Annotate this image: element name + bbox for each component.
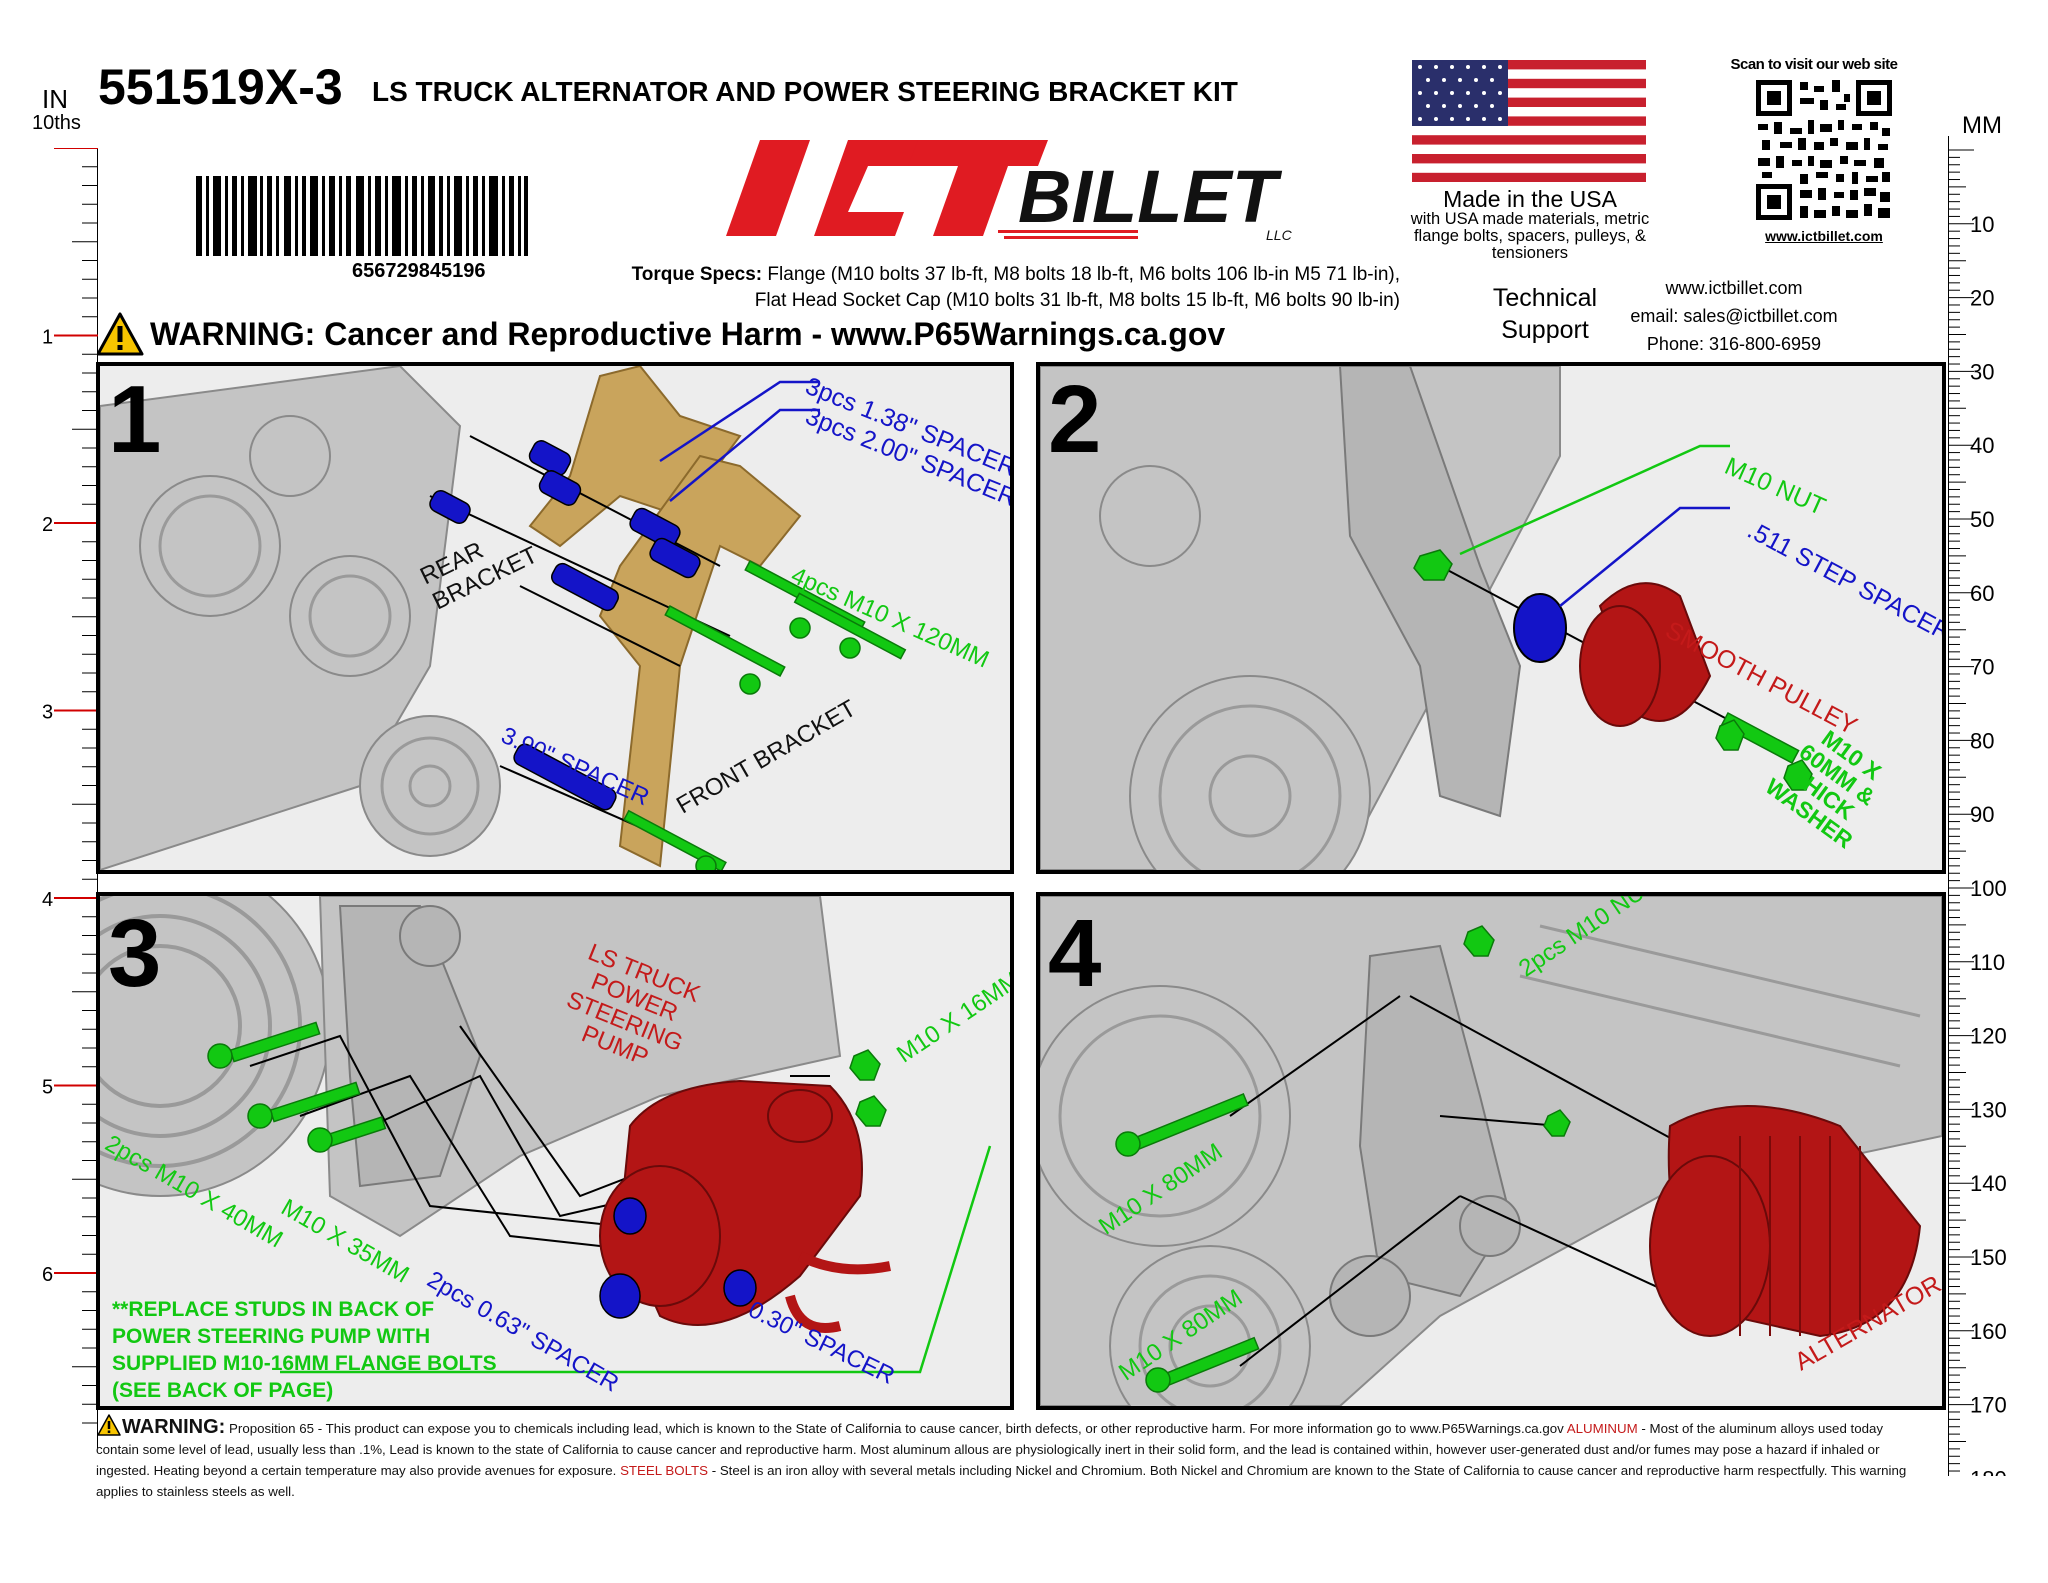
warning-triangle-icon — [96, 1414, 122, 1436]
ruler-mm-label: 40 — [1970, 433, 1994, 458]
ruler-left-unit: IN — [42, 84, 68, 115]
ruler-left-subunit: 10ths — [32, 112, 81, 135]
ruler-mm-label: 10 — [1970, 212, 1994, 237]
ruler-inch-label: 6 — [42, 1264, 53, 1286]
ict-billet-logo: BILLET LLC — [718, 136, 1338, 244]
ruler-mm-label: 70 — [1970, 655, 1994, 680]
footer-steel-label: STEEL BOLTS — [620, 1463, 708, 1478]
torque-line-2: Flat Head Socket Cap (M10 bolts 31 lb-ft… — [755, 290, 1400, 311]
ruler-mm-label: 20 — [1970, 286, 1994, 311]
torque-specs: Torque Specs: Flange (M10 bolts 37 lb-ft… — [540, 262, 1400, 314]
footer-aluminum-label: ALUMINUM — [1567, 1421, 1638, 1436]
step-number: 3 — [108, 906, 161, 1002]
ruler-mm-label: 110 — [1970, 950, 2005, 975]
ruler-millimeters: 10 20 30 40 50 60 70 80 90 100 110 120 130 140 150 160 1… — [1948, 136, 2012, 1476]
step-1-panel: 1 3pcs 1.38" SPACERS 3pcs 2.00" SPACERS … — [96, 362, 1014, 874]
replace-studs-note: **REPLACE STUDS IN BACK OF POWER STEERIN… — [112, 1296, 512, 1404]
ruler-mm-label: 130 — [1970, 1097, 2007, 1122]
ruler-mm-label: 140 — [1970, 1171, 2007, 1196]
prop65-footer: WARNING: Proposition 65 - This product c… — [96, 1414, 1926, 1502]
ruler-inch-label: 2 — [42, 514, 53, 536]
upc-number: 656729845196 — [352, 260, 485, 283]
torque-line-1: Flange (M10 bolts 37 lb-ft, M8 bolts 18 … — [762, 264, 1400, 285]
contact-block: www.ictbillet.com email: sales@ictbillet… — [1604, 274, 1864, 358]
usa-flag-icon — [1412, 60, 1646, 182]
step-number: 1 — [108, 372, 161, 468]
ruler-mm-label: 30 — [1970, 359, 1994, 384]
step-3-panel: 3 LS TRUCK POWER STEERING PUMP M10 X 16M… — [96, 892, 1014, 1410]
cancer-warning-banner: WARNING: Cancer and Reproductive Harm - … — [96, 312, 1225, 356]
website-link[interactable]: www.ictbillet.com — [1604, 274, 1864, 302]
ruler-mm-label: 100 — [1970, 876, 2007, 901]
ruler-inches: 1 2 3 4 5 6 — [30, 148, 98, 1448]
barcode — [196, 176, 528, 256]
ruler-mm-label: 120 — [1970, 1024, 2007, 1049]
phone-number: Phone: 316-800-6959 — [1604, 330, 1864, 358]
warning-triangle-icon — [96, 312, 144, 356]
ruler-mm-label: 180 — [1970, 1466, 2007, 1476]
made-details: with USA made materials, metric flange b… — [1390, 211, 1670, 262]
qr-url[interactable]: www.ictbillet.com — [1740, 228, 1908, 244]
ruler-mm-label: 50 — [1970, 507, 1994, 532]
step-number: 2 — [1048, 372, 1101, 468]
ruler-mm-label: 80 — [1970, 728, 1994, 753]
footer-warning-word: WARNING: — [122, 1416, 225, 1438]
part-number: 551519X-3 — [98, 58, 343, 116]
ruler-mm-label: 150 — [1970, 1245, 2007, 1270]
ruler-mm-label: 170 — [1970, 1393, 2007, 1418]
step-4-panel: 4 2pcs M10 NUT M10 X 80MM M10 X 80MM ALT… — [1036, 892, 1946, 1410]
qr-code[interactable] — [1756, 80, 1892, 220]
footer-text-1: Proposition 65 - This product can expose… — [225, 1421, 1566, 1436]
step-number: 4 — [1048, 906, 1101, 1002]
ruler-mm-label: 60 — [1970, 581, 1994, 606]
torque-label: Torque Specs: — [632, 264, 763, 285]
ruler-inch-label: 4 — [42, 889, 53, 911]
made-in-usa: Made in the USA — [1400, 186, 1660, 213]
ruler-inch-label: 3 — [42, 702, 53, 724]
logo-billet-text: BILLET — [1018, 155, 1283, 238]
ruler-mm-label: 90 — [1970, 802, 1994, 827]
scan-caption: Scan to visit our web site — [1714, 56, 1914, 73]
ruler-inch-label: 5 — [42, 1077, 53, 1099]
email-link[interactable]: email: sales@ictbillet.com — [1604, 302, 1864, 330]
tech-support-label: Technical Support — [1480, 282, 1610, 346]
kit-title: LS TRUCK ALTERNATOR AND POWER STEERING B… — [372, 76, 1238, 108]
warning-banner-text: WARNING: Cancer and Reproductive Harm - … — [150, 316, 1225, 353]
step-2-panel: 2 M10 NUT .511 STEP SPACER SMOOTH PULLEY… — [1036, 362, 1946, 874]
logo-llc-text: LLC — [1266, 227, 1293, 243]
ruler-inch-label: 1 — [42, 327, 53, 349]
ruler-mm-label: 160 — [1970, 1319, 2007, 1344]
